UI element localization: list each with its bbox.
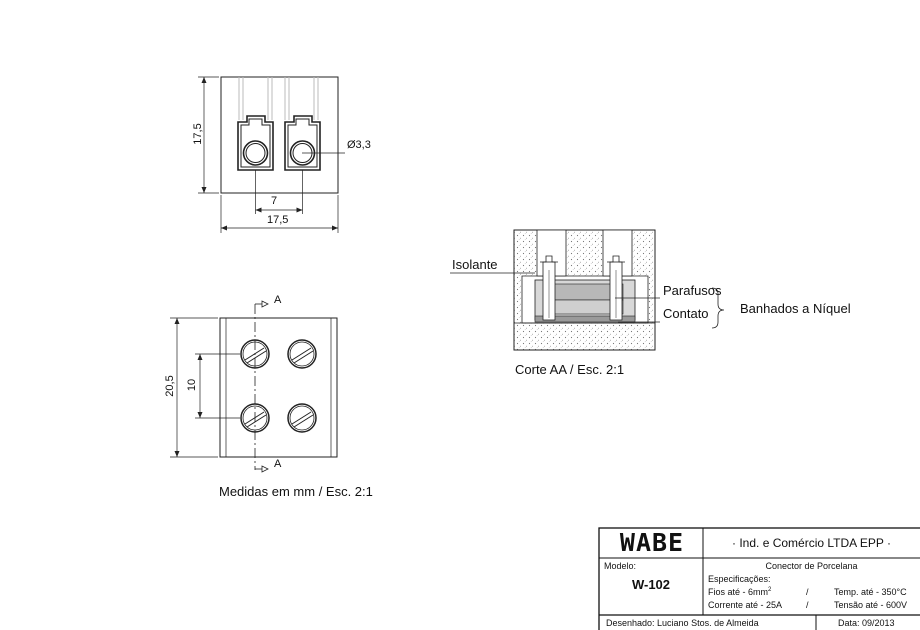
label-contact: Contato [663, 306, 709, 321]
spec-wire-superscript: 2 [768, 587, 772, 593]
front-pitch-dim: 10 [186, 378, 198, 392]
label-insulator: Isolante [452, 257, 498, 272]
model-value: W-102 [631, 577, 671, 592]
spec-separator-1: / [806, 587, 809, 597]
spec-separator-2: / [806, 600, 809, 610]
company-logo: WABE [619, 528, 685, 557]
drawn-by: Desenhado: Luciano Stos. de Almeida [606, 618, 759, 628]
front-view-caption: Medidas em mm / Esc. 2:1 [219, 484, 373, 499]
title-block-frame [598, 527, 920, 630]
label-plating: Banhados a Níquel [740, 301, 851, 316]
drawing-date: Data: 09/2013 [838, 618, 895, 628]
top-width-dim: 17,5 [267, 214, 289, 226]
hole-diameter-dim: Ø3,3 [347, 139, 371, 151]
top-view [198, 76, 345, 233]
front-height-dim: 20,5 [164, 375, 176, 397]
front-view [170, 300, 338, 473]
label-screws: Parafusos [663, 283, 722, 298]
spec-current: Corrente até - 25A [708, 600, 783, 610]
section-view-caption: Corte AA / Esc. 2:1 [515, 362, 625, 377]
spec-voltage: Tensão até - 600V [834, 600, 908, 610]
top-height-dim: 17,5 [192, 123, 204, 145]
top-pitch-dim: 7 [271, 195, 278, 207]
company-name: · Ind. e Comércio LTDA EPP · [732, 536, 891, 550]
spec-label: Especificações: [708, 574, 771, 584]
section-mark-bottom: A [274, 458, 282, 470]
model-label: Modelo: [604, 561, 637, 571]
product-name: Conector de Porcelana [765, 561, 858, 571]
section-view [450, 229, 725, 351]
section-mark-top: A [274, 294, 282, 306]
spec-temperature: Temp. até - 350°C [834, 587, 907, 597]
screw-bottom-right [287, 403, 317, 433]
screw-top-right [287, 339, 317, 369]
spec-wire: Fios até - 6mm2 [708, 587, 772, 597]
